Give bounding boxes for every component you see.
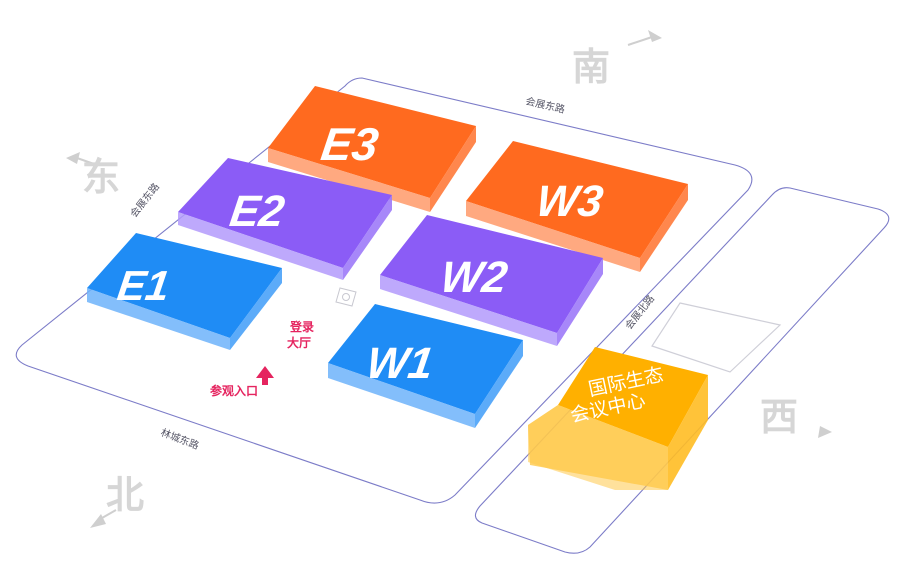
arrow-left-icon	[66, 152, 80, 164]
compass-east-label: 东	[82, 155, 120, 199]
compass-south: 南	[572, 30, 662, 89]
compass-north: 北	[90, 473, 144, 528]
compass-west-label: 西	[760, 395, 798, 439]
hall-W2-label: W2	[438, 253, 511, 302]
registration-line1: 登录	[289, 319, 314, 334]
compass-west: 西	[760, 395, 832, 439]
compass-south-label: 南	[572, 45, 610, 89]
hall-E1[interactable]: E1	[87, 233, 282, 350]
hall-E1-label: E1	[115, 262, 173, 309]
conference-center[interactable]: 国际生态 会议中心	[528, 347, 708, 490]
registration-line2: 大厅	[287, 335, 311, 350]
east-site-outline	[474, 187, 890, 554]
hall-W1[interactable]: W1	[328, 304, 523, 428]
road-label-left: 会展东路	[127, 180, 162, 220]
road-label-middle: 会展北路	[622, 292, 657, 332]
hall-E2[interactable]: E2	[178, 158, 392, 280]
hall-E3[interactable]: E3	[268, 86, 476, 212]
entrance-label: 参观入口	[210, 383, 258, 398]
arrow-up-icon	[648, 30, 662, 42]
hall-W3-label: W3	[533, 177, 606, 226]
hall-W3[interactable]: W3	[466, 141, 688, 272]
arrow-right-icon	[818, 426, 832, 438]
hall-W2[interactable]: W2	[380, 215, 603, 346]
registration-hall[interactable]: 登录 大厅	[287, 287, 357, 350]
empty-plot	[651, 302, 782, 373]
compass-north-label: 北	[106, 473, 144, 517]
entrance[interactable]: 参观入口	[210, 366, 274, 398]
compass-east: 东	[66, 152, 120, 199]
hall-E2-label: E2	[227, 187, 288, 236]
hall-E3-label: E3	[318, 118, 382, 170]
hall-W1-label: W1	[363, 339, 436, 388]
main-site-outline	[15, 77, 753, 504]
arrow-down-icon	[90, 514, 106, 528]
road-label-top: 会展东路	[524, 94, 566, 116]
road-label-bottom: 林城东路	[159, 426, 201, 452]
arrow-up-icon	[256, 366, 274, 378]
